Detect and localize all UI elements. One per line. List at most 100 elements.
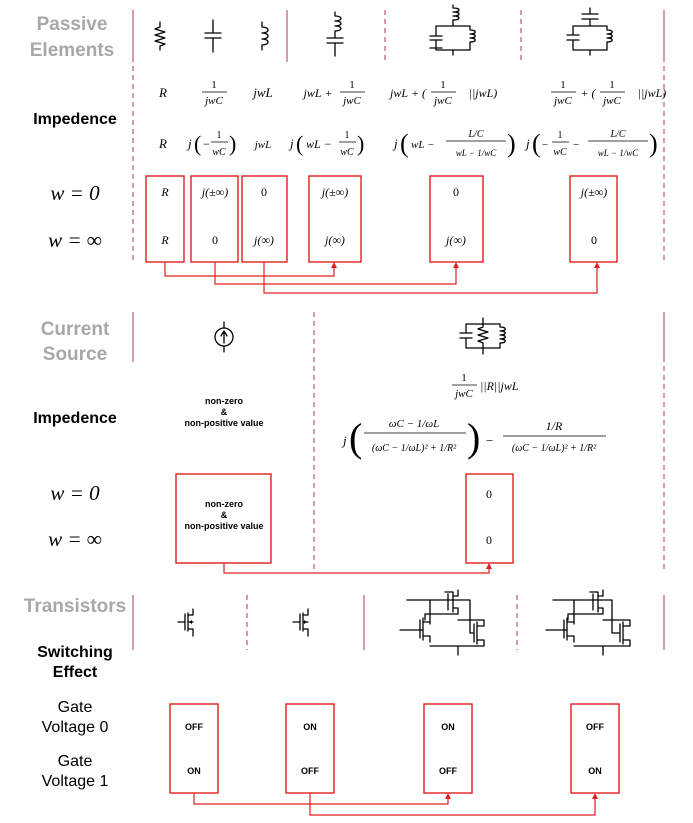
svg-text:wL −: wL − [306,137,332,151]
svg-text:): ) [507,129,516,158]
svg-text:(: ( [400,129,409,158]
svg-text:ωC − 1/ωL: ωC − 1/ωL [389,418,439,430]
svg-text:(: ( [532,129,541,158]
svg-text:j: j [288,136,294,151]
svg-text:(ωC − 1/ωL)² + 1/R²: (ωC − 1/ωL)² + 1/R² [512,443,597,454]
svg-text:jwC: jwC [453,388,473,400]
svg-text:jwL + (: jwL + ( [388,86,427,100]
box-text-line2: & [221,510,228,520]
w0-values-row: R j(±∞) 0 j(±∞) 0 j(±∞) [160,185,607,199]
current-winf-label: w = ∞ [48,527,102,551]
svg-text:j: j [392,136,398,151]
parallel-rlc-icon [459,317,506,355]
capacitor-parallel-lc-icon [566,7,613,56]
svg-text:||R||jwL: ||R||jwL [480,379,519,393]
svg-text:wL −: wL − [411,139,434,151]
gate1-value: OFF [439,766,457,776]
arrow-head [594,262,600,268]
svg-text:j: j [341,433,347,448]
svg-text:+ (: + ( [580,86,596,100]
current-w0-value: 0 [486,487,492,501]
svg-text:1: 1 [211,79,217,91]
box-text-line1: non-zero [205,499,243,509]
passive-winf-label: w = ∞ [48,228,102,252]
series-lc-icon [326,11,344,57]
connector-line [193,793,449,805]
passive-title-line2: Elements [30,40,114,61]
gate1-value: ON [187,766,201,776]
value-box [285,703,335,794]
svg-text:(: ( [349,415,362,460]
svg-text:1: 1 [560,79,566,91]
arrow-head [486,563,492,569]
svg-text:1: 1 [440,79,446,91]
imp2-col5: j ( wL − L/C wL − 1/wC ) [392,129,516,158]
svg-text:jwL +: jwL + [302,86,333,100]
passive-w0-label: w = 0 [50,181,100,205]
svg-text:1/R: 1/R [546,419,563,433]
winf-value: j(∞) [444,233,466,247]
inductor-icon [261,21,269,51]
svg-text:wC: wC [212,147,226,158]
svg-text:1: 1 [217,130,222,141]
svg-text:L/C: L/C [609,129,625,140]
gate1-value: ON [588,766,602,776]
imp1-col1: R [158,85,167,100]
winf-value: j(∞) [252,233,274,247]
winf-value: 0 [212,233,218,247]
svg-text:): ) [649,129,658,158]
connector-line [309,793,596,816]
imp1-col3: jwL [251,85,273,100]
impedance-row2: R j ( − 1 wC ) jwL j ( wL − 1 wC ) j [158,129,658,158]
winf-values-row: R 0 j(∞) j(∞) j(∞) 0 [160,233,597,247]
arrow-head [453,262,459,268]
pmos-icon [292,608,309,637]
arrow-head [592,793,598,799]
svg-text:j: j [186,136,192,151]
svg-text:1: 1 [461,372,467,384]
resistor-icon [154,21,166,51]
transistor-connectors [193,793,598,816]
svg-text:j: j [524,136,530,151]
w0-value: j(±∞) [579,185,607,199]
svg-text:wL − 1/wC: wL − 1/wC [456,148,497,158]
svg-text:1: 1 [349,79,355,91]
current-source-icon [214,321,234,353]
gate1-value: OFF [301,766,319,776]
value-box [423,703,473,794]
w0-value: j(±∞) [320,185,348,199]
current-source-section: Current Source Impedence non-zero & non-… [33,312,665,574]
gate0-value: ON [441,722,455,732]
value-box [465,473,514,564]
source-text-line3: non-positive value [184,418,263,428]
svg-text:||jwL): ||jwL) [638,86,667,100]
value-box [429,175,484,263]
svg-text:(ωC − 1/ωL)² + 1/R²: (ωC − 1/ωL)² + 1/R² [372,443,457,454]
svg-text:wL − 1/wC: wL − 1/wC [598,148,639,158]
svg-text:(: ( [194,131,201,156]
switching-label-line2: Effect [53,664,98,681]
w0-value: 0 [261,185,267,199]
imp1-col4: jwL + 1 jwC [302,79,365,107]
transmission-gate-icon-1 [399,589,485,656]
w0-value: 0 [453,185,459,199]
winf-value: R [160,233,169,247]
svg-text:(: ( [296,131,303,156]
transistors-title: Transistors [24,596,126,617]
svg-text:): ) [357,131,364,156]
current-winf-value: 0 [486,533,492,547]
current-title-line1: Current [41,319,110,340]
inductor-parallel-lc-icon [429,4,476,56]
connector-line [214,262,457,285]
value-box [569,175,618,263]
impedance-row1: R 1 jwC jwL jwL + 1 jwC jwL + ( 1 jwC ||… [158,79,666,107]
svg-text:jwC: jwC [552,95,572,107]
svg-text:1: 1 [609,79,615,91]
gate0-value: OFF [185,722,203,732]
gate1-label-line1: Gate [58,753,93,770]
gate0-value: OFF [586,722,604,732]
w0-value: R [160,185,169,199]
imp2-col2: j ( − 1 wC ) [186,130,236,158]
svg-text:wC: wC [553,147,567,158]
